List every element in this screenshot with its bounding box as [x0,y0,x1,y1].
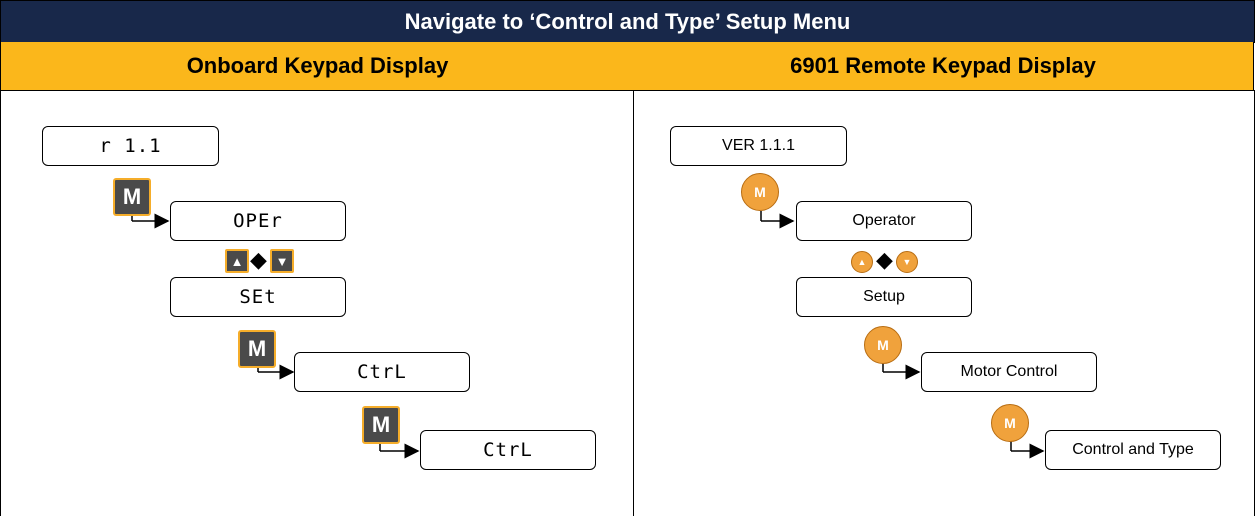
remote-up-arrow-icon[interactable]: ▲ [851,251,873,273]
onboard-screen-ctrl-1: CtrL [294,352,470,392]
onboard-m-key-3[interactable]: M [362,406,400,444]
onboard-down-arrow-icon[interactable]: ▼ [270,249,294,273]
remote-screen-operator: Operator [796,201,972,241]
remote-screen-motor-control: Motor Control [921,352,1097,392]
left-border [0,90,1,516]
remote-diamond-icon: ◆ [876,247,893,272]
onboard-up-arrow-icon[interactable]: ▲ [225,249,249,273]
remote-down-arrow-icon[interactable]: ▼ [896,251,918,273]
remote-heading: 6901 Remote Keypad Display [633,42,1254,91]
diamond-icon: ◆ [250,247,267,272]
panel-divider [633,90,634,516]
onboard-m-key-1[interactable]: M [113,178,151,216]
onboard-screen-set: SEt [170,277,346,317]
onboard-heading: Onboard Keypad Display [0,42,635,91]
remote-m-key-2[interactable]: M [864,326,902,364]
remote-screen-version: VER 1.1.1 [670,126,847,166]
onboard-screen-ctrl-2: CtrL [420,430,596,470]
remote-screen-setup: Setup [796,277,972,317]
figure-title: Navigate to ‘Control and Type’ Setup Men… [0,0,1255,43]
remote-m-key-3[interactable]: M [991,404,1029,442]
remote-screen-control-and-type: Control and Type [1045,430,1221,470]
onboard-m-key-2[interactable]: M [238,330,276,368]
onboard-screen-r11: r 1.1 [42,126,219,166]
onboard-screen-oper: OPEr [170,201,346,241]
remote-m-key-1[interactable]: M [741,173,779,211]
